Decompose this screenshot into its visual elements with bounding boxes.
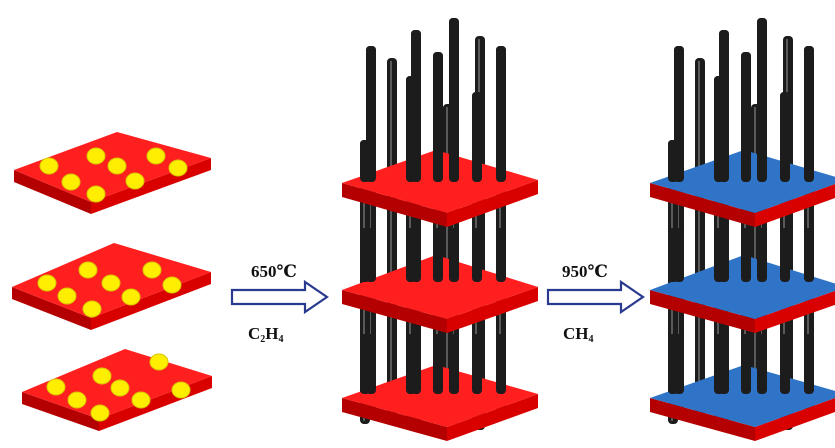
catalyst-particle-2-2 bbox=[57, 287, 77, 305]
red-plate-1-left-face bbox=[342, 183, 447, 227]
nanotube-front-7-3 bbox=[496, 334, 506, 394]
nanotube-front-11-3 bbox=[780, 334, 790, 394]
red-plate-2 bbox=[342, 255, 538, 333]
catalyst-particle-3-1 bbox=[46, 378, 66, 396]
nanotube-front-11-2 bbox=[472, 228, 482, 282]
nanotube-front-9-3 bbox=[406, 334, 416, 394]
nanotube-front-8-3 bbox=[360, 334, 370, 394]
catalyst-particle-3-3 bbox=[92, 367, 112, 385]
coated-plate-3-left-face bbox=[650, 398, 755, 441]
process-arrow-1 bbox=[230, 279, 329, 315]
coated-plate-1-left-face bbox=[650, 183, 755, 227]
catalyst-particle-1-8 bbox=[168, 159, 188, 177]
stage-cnt-pillared-red bbox=[342, 18, 538, 441]
nanotube-front-4-1 bbox=[433, 52, 443, 182]
catalyst-particle-1-2 bbox=[61, 173, 81, 191]
nanotube-front-7-2 bbox=[496, 228, 506, 282]
nanotube-front-7-1 bbox=[804, 46, 814, 182]
nanotube-front-4-3 bbox=[741, 334, 751, 394]
catalyst-particle-1-1 bbox=[39, 157, 59, 175]
red-plate-1-right-face bbox=[447, 180, 538, 227]
substrate-1-left-face bbox=[14, 170, 91, 214]
catalyst-particle-3-4 bbox=[110, 379, 130, 397]
step2-gas-label: CH4 bbox=[563, 324, 594, 345]
catalyst-particle-1-5 bbox=[86, 185, 106, 203]
catalyst-particle-1-4 bbox=[107, 157, 127, 175]
hollow-right-arrow-icon bbox=[546, 279, 645, 315]
nanotube-front-9-2 bbox=[714, 228, 724, 282]
nanotube-front-7-2 bbox=[804, 228, 814, 282]
nanotube-front-9-3 bbox=[714, 334, 724, 394]
catalyst-particle-2-4 bbox=[101, 274, 121, 292]
catalyst-particle-3-6 bbox=[131, 391, 151, 409]
catalyst-particle-2-3 bbox=[78, 261, 98, 279]
nanotube-highlight-2 bbox=[698, 61, 700, 421]
red-plate-3-left-face bbox=[342, 398, 447, 441]
nanotube-highlight-2 bbox=[390, 61, 392, 421]
catalyst-particle-1-7 bbox=[146, 147, 166, 165]
catalyst-particle-3-2 bbox=[67, 391, 87, 409]
red-plate-3-right-face bbox=[447, 394, 538, 441]
catalyst-particle-2-5 bbox=[82, 300, 102, 318]
catalyst-particle-1-3 bbox=[86, 147, 106, 165]
nanotube-front-8-1 bbox=[668, 140, 678, 182]
catalyst-particle-3-8 bbox=[171, 381, 191, 399]
coated-plate-2-right-face bbox=[755, 290, 835, 333]
catalyst-particle-3-7 bbox=[149, 353, 169, 371]
catalyst-particle-2-7 bbox=[142, 261, 162, 279]
coated-plate-2-left-face bbox=[650, 290, 755, 333]
catalyst-particle-2-8 bbox=[162, 276, 182, 294]
nanotube-front-8-2 bbox=[668, 228, 678, 282]
substrate-3-left-face bbox=[22, 392, 99, 431]
red-plate-2-top-face bbox=[342, 255, 538, 319]
nanotube-front-4-2 bbox=[433, 228, 443, 282]
catalyst-particle-3-5 bbox=[90, 404, 110, 422]
nanotube-front-11-2 bbox=[780, 228, 790, 282]
nanotube-front-5-3 bbox=[757, 334, 767, 394]
nanotube-front-7-3 bbox=[804, 334, 814, 394]
nanotube-front-7-1 bbox=[496, 46, 506, 182]
coated-plate-1-right-face bbox=[755, 183, 835, 227]
step1-temperature-label: 650℃ bbox=[251, 262, 297, 281]
stage-catalyst-substrates bbox=[12, 132, 212, 431]
nanotube-front-4-2 bbox=[741, 228, 751, 282]
coated-plate-3-right-face bbox=[755, 397, 835, 441]
nanotube-front-5-1 bbox=[449, 18, 459, 182]
nanotube-front-11-1 bbox=[780, 92, 790, 182]
step1-gas-label: C2H4 bbox=[248, 324, 284, 345]
nanotube-front-5-1 bbox=[757, 18, 767, 182]
stage-cnt-pillared-coated bbox=[650, 18, 835, 441]
nanotube-front-8-3 bbox=[668, 334, 678, 394]
nanotube-front-9-1 bbox=[406, 76, 416, 182]
hollow-right-arrow-icon bbox=[230, 279, 329, 315]
nanotube-front-5-2 bbox=[449, 228, 459, 282]
nanotube-front-11-3 bbox=[472, 334, 482, 394]
nanotube-front-8-2 bbox=[360, 228, 370, 282]
substrate-2-left-face bbox=[12, 287, 91, 330]
nanotube-front-4-3 bbox=[433, 334, 443, 394]
nanotube-front-5-2 bbox=[757, 228, 767, 282]
red-plate-3 bbox=[342, 365, 538, 441]
catalyst-particle-2-1 bbox=[37, 274, 57, 292]
nanotube-front-8-1 bbox=[360, 140, 370, 182]
catalyst-particle-2-6 bbox=[121, 288, 141, 306]
red-plate-2-left-face bbox=[342, 290, 447, 333]
nanotube-front-4-1 bbox=[741, 52, 751, 182]
red-plate-2-right-face bbox=[447, 287, 538, 333]
nanotube-front-5-3 bbox=[449, 334, 459, 394]
process-arrow-2 bbox=[546, 279, 645, 315]
nanotube-front-9-2 bbox=[406, 228, 416, 282]
red-plate-3-top-face bbox=[342, 365, 538, 427]
catalyst-particle-1-6 bbox=[125, 172, 145, 190]
nanotube-front-11-1 bbox=[472, 92, 482, 182]
nanotube-front-9-1 bbox=[714, 76, 724, 182]
step2-temperature-label: 950℃ bbox=[562, 262, 608, 281]
